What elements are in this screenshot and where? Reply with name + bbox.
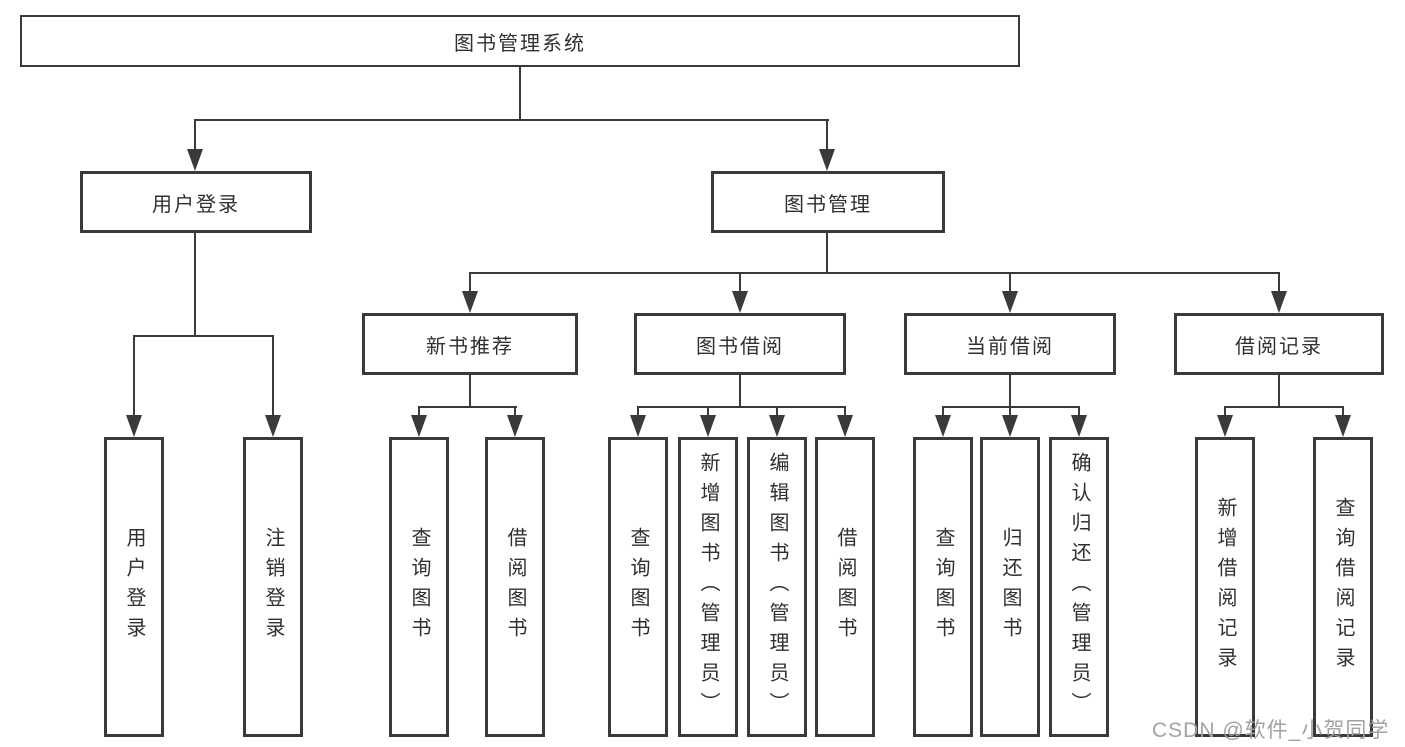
arrow-down-icon bbox=[507, 415, 523, 437]
node-new-book-recommend: 新书推荐 bbox=[362, 313, 578, 375]
leaf-borrow-book-2: 借阅图书 bbox=[815, 437, 875, 737]
connector-vline bbox=[1278, 374, 1280, 408]
connector-vline bbox=[826, 232, 828, 274]
connector-vline bbox=[1342, 406, 1344, 417]
connector-hline bbox=[418, 406, 517, 408]
connector-vline bbox=[826, 119, 828, 151]
leaf-label: 确认归还（管理员） bbox=[1068, 452, 1090, 722]
connector-vline bbox=[272, 335, 274, 417]
arrow-down-icon bbox=[819, 149, 835, 171]
connector-vline bbox=[133, 335, 135, 417]
leaf-label: 查询图书 bbox=[408, 527, 430, 647]
leaf-label: 新增图书（管理员） bbox=[697, 452, 719, 722]
connector-vline bbox=[1078, 406, 1080, 417]
arrow-down-icon bbox=[1002, 415, 1018, 437]
connector-vline bbox=[469, 272, 471, 293]
leaf-edit-book-admin: 编辑图书（管理员） bbox=[747, 437, 807, 737]
connector-vline bbox=[1009, 272, 1011, 293]
connector-hline bbox=[469, 272, 1280, 274]
connector-vline bbox=[1009, 406, 1011, 417]
leaf-label: 用户登录 bbox=[123, 527, 145, 647]
leaf-query-borrow-record: 查询借阅记录 bbox=[1313, 437, 1373, 737]
connector-vline bbox=[776, 406, 778, 417]
leaf-label: 编辑图书（管理员） bbox=[766, 452, 788, 722]
leaf-user-login: 用户登录 bbox=[104, 437, 164, 737]
node-book-management: 图书管理 bbox=[711, 171, 945, 233]
arrow-down-icon bbox=[1217, 415, 1233, 437]
leaf-label: 新增借阅记录 bbox=[1214, 497, 1236, 677]
arrow-down-icon bbox=[732, 291, 748, 313]
connector-vline bbox=[739, 374, 741, 408]
leaf-borrow-book-1: 借阅图书 bbox=[485, 437, 545, 737]
connector-hline bbox=[942, 406, 1080, 408]
connector-vline bbox=[942, 406, 944, 417]
arrow-down-icon bbox=[1271, 291, 1287, 313]
arrow-down-icon bbox=[265, 415, 281, 437]
node-borrow-records: 借阅记录 bbox=[1174, 313, 1384, 375]
connector-hline bbox=[133, 335, 274, 337]
connector-hline bbox=[195, 119, 829, 121]
leaf-query-book-1: 查询图书 bbox=[389, 437, 449, 737]
node-current-borrow: 当前借阅 bbox=[904, 313, 1116, 375]
leaf-label: 借阅图书 bbox=[504, 527, 526, 647]
arrow-down-icon bbox=[187, 149, 203, 171]
node-root: 图书管理系统 bbox=[20, 15, 1020, 67]
connector-hline bbox=[1224, 406, 1344, 408]
leaf-add-borrow-record: 新增借阅记录 bbox=[1195, 437, 1255, 737]
leaf-query-book-2: 查询图书 bbox=[608, 437, 668, 737]
arrow-down-icon bbox=[1335, 415, 1351, 437]
connector-vline bbox=[1278, 272, 1280, 293]
node-book-borrow: 图书借阅 bbox=[634, 313, 846, 375]
arrow-down-icon bbox=[935, 415, 951, 437]
leaf-return-book: 归还图书 bbox=[980, 437, 1040, 737]
arrow-down-icon bbox=[462, 291, 478, 313]
connector-hline bbox=[637, 406, 846, 408]
connector-vline bbox=[1009, 374, 1011, 408]
arrow-down-icon bbox=[1002, 291, 1018, 313]
leaf-label: 查询借阅记录 bbox=[1332, 497, 1354, 677]
connector-vline bbox=[519, 66, 521, 121]
connector-vline bbox=[739, 272, 741, 293]
connector-vline bbox=[194, 232, 196, 337]
connector-vline bbox=[418, 406, 420, 417]
leaf-label: 注销登录 bbox=[262, 527, 284, 647]
connector-vline bbox=[469, 374, 471, 408]
arrow-down-icon bbox=[837, 415, 853, 437]
connector-vline bbox=[637, 406, 639, 417]
leaf-confirm-return-admin: 确认归还（管理员） bbox=[1049, 437, 1109, 737]
arrow-down-icon bbox=[700, 415, 716, 437]
node-user-login: 用户登录 bbox=[80, 171, 312, 233]
connector-vline bbox=[514, 406, 516, 417]
leaf-label: 归还图书 bbox=[999, 527, 1021, 647]
arrow-down-icon bbox=[1071, 415, 1087, 437]
arrow-down-icon bbox=[411, 415, 427, 437]
arrow-down-icon bbox=[769, 415, 785, 437]
leaf-add-book-admin: 新增图书（管理员） bbox=[678, 437, 738, 737]
leaf-query-book-3: 查询图书 bbox=[913, 437, 973, 737]
leaf-logout: 注销登录 bbox=[243, 437, 303, 737]
arrow-down-icon bbox=[630, 415, 646, 437]
leaf-label: 查询图书 bbox=[627, 527, 649, 647]
connector-vline bbox=[707, 406, 709, 417]
connector-vline bbox=[194, 119, 196, 151]
watermark: CSDN @软件_小贺同学 bbox=[1152, 719, 1390, 742]
connector-vline bbox=[844, 406, 846, 417]
leaf-label: 查询图书 bbox=[932, 527, 954, 647]
connector-vline bbox=[1224, 406, 1226, 417]
leaf-label: 借阅图书 bbox=[834, 527, 856, 647]
arrow-down-icon bbox=[126, 415, 142, 437]
